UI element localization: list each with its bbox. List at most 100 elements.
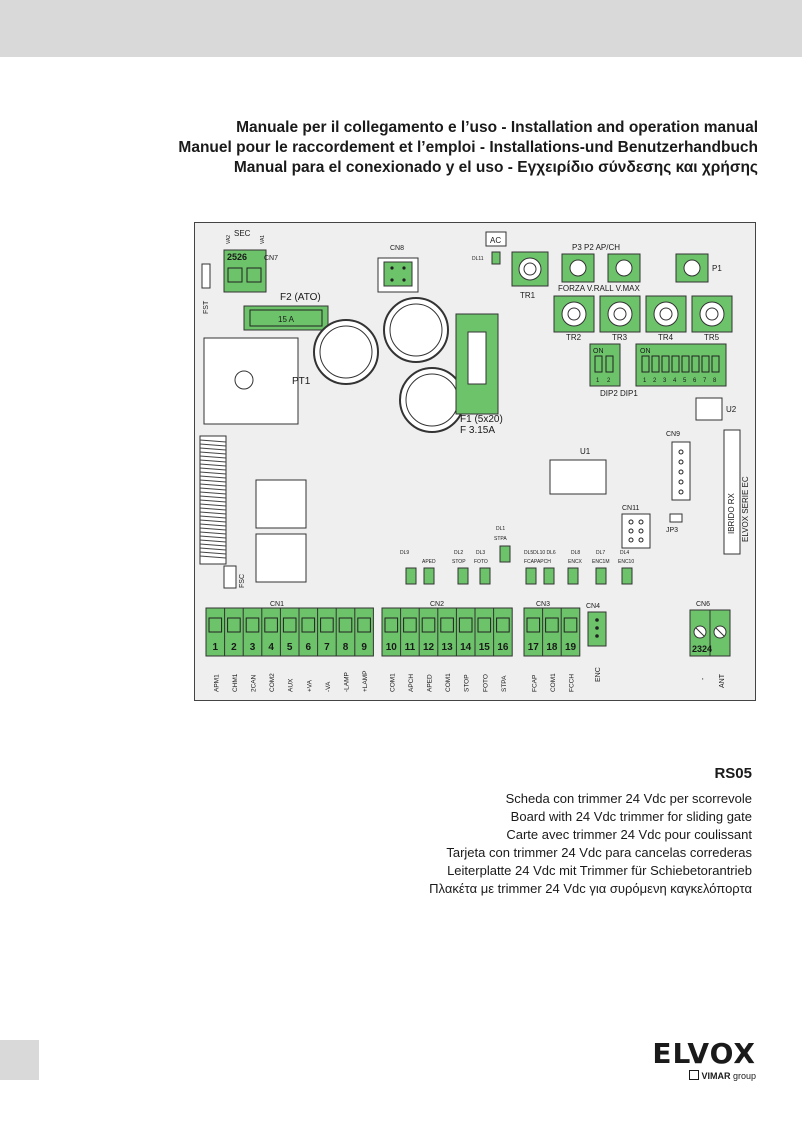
tr5-trimmer [691, 295, 733, 333]
cn11-connector [621, 513, 651, 549]
dip2-switch [589, 343, 621, 387]
cn3-label: CN3 [536, 601, 550, 608]
cn3-terminal-number: 19 [565, 642, 577, 653]
cn2-terminal-label: FOTO [482, 674, 489, 692]
cn1-terminal-number: 6 [306, 642, 312, 653]
cn2-terminal-number: 12 [423, 642, 435, 653]
cn1-terminal-label: APM1 [213, 674, 220, 692]
cn9-pin [678, 489, 684, 495]
dl2-label: DL2 [454, 550, 463, 556]
enc10-label: ENC10 [618, 559, 634, 565]
capacitor-2 [383, 297, 449, 363]
cn3-screw [545, 617, 559, 633]
cn2-terminal-label: APCH [408, 674, 415, 692]
status-led [525, 567, 537, 585]
cn1-terminal-number: 9 [361, 642, 367, 653]
aped-label: APED [422, 559, 436, 565]
cn11-label: CN11 [622, 505, 639, 512]
f1-value: F 3.15A [460, 425, 495, 436]
cn2-screw [458, 617, 473, 633]
dip-label: DIP2 DIP1 [600, 389, 638, 398]
enc1m-label: ENC1M [592, 559, 610, 565]
cn7-terminal [223, 249, 267, 293]
dip1-lever [701, 355, 710, 373]
cn3-terminal-label: FCAP [531, 675, 538, 692]
fcap-apch-label: FCAPAPCH [524, 559, 551, 565]
status-led [543, 567, 555, 585]
dl8-label: DL8 [571, 550, 580, 556]
tr1-label: TR1 [520, 291, 536, 300]
cn8-label: CN8 [390, 245, 404, 252]
cn1-terminal-number: 3 [250, 642, 256, 653]
p1-label: P1 [712, 264, 722, 273]
ac-label: AC [490, 236, 501, 245]
model-code: RS05 [714, 765, 752, 782]
title-line-2: Manuel pour le raccordement et l’emploi … [178, 139, 758, 156]
cn4-enc-label: ENC [595, 667, 602, 682]
logo-group-brand: VIMAR [701, 1071, 731, 1081]
status-led [405, 567, 417, 585]
tr2-trimmer [553, 295, 595, 333]
status-led [567, 567, 579, 585]
cn3-terminal-number: 18 [546, 642, 558, 653]
f1-fuse [467, 331, 487, 385]
dip1-lever [641, 355, 650, 373]
fsc-label: FSC [239, 574, 246, 588]
u1-chip [549, 459, 607, 495]
cn1-screw [357, 617, 371, 633]
dip1-lever [651, 355, 660, 373]
dl5-dl10-dl6-label: DL5DL10 DL6 [524, 550, 556, 556]
capacitor-1 [313, 319, 379, 385]
cn2-terminal-number: 11 [405, 642, 416, 653]
cn1-screw [338, 617, 353, 633]
title-line-1: Manuale per il collegamento e l’uso - In… [236, 119, 758, 136]
dip1-number: 5 [683, 378, 687, 384]
status-led [479, 567, 491, 585]
cn11-pin [638, 528, 644, 534]
dl9-label: DL9 [400, 550, 409, 556]
cn6-ant-label: ANT [719, 673, 726, 688]
cn3-terminal-label: COM1 [550, 673, 557, 692]
cn11-pin [628, 537, 634, 543]
cn3-terminal-label: FCCH [569, 674, 576, 692]
cn1-terminal-label: CHM1 [232, 673, 239, 692]
tr2-label: TR2 [566, 333, 582, 342]
pt1-hole [234, 370, 254, 390]
cn2-terminal-label: APED [427, 674, 434, 692]
cn2-terminal-number: 13 [442, 642, 454, 653]
cn6-label: CN6 [696, 601, 710, 608]
cn1-terminal-number: 8 [343, 642, 349, 653]
ac-box [485, 231, 507, 247]
p3-p2-label: P3 P2 AP/CH [572, 243, 620, 252]
relay-2 [255, 533, 307, 583]
cn2-terminal-label: STOP [464, 674, 471, 692]
dip2-on: ON [593, 348, 604, 355]
cn1-screw [320, 617, 334, 633]
logo-group-suffix: group [732, 1071, 756, 1081]
dip1-number: 1 [643, 378, 647, 384]
dip1-number: 8 [713, 378, 717, 384]
logo-brand: ELVOX [652, 1037, 756, 1070]
dip1-on: ON [640, 348, 651, 355]
header-band [0, 0, 802, 57]
title-line-3: Manual para el conexionado y el uso - Εγ… [233, 159, 758, 176]
tr4-label: TR4 [658, 333, 674, 342]
cn9-pin [678, 449, 684, 455]
footer-corner-block [0, 1040, 39, 1080]
dip2-n1: 1 [596, 378, 600, 384]
board-diagram: SEC VA2 VA1 2526 CN7 FST CN8 AC DL11 F2 … [194, 222, 756, 701]
dl3-label: DL3 [476, 550, 485, 556]
description-es: Tarjeta con trimmer 24 Vdc para cancelas… [446, 845, 752, 860]
cn9-pin [678, 479, 684, 485]
cn8-body [383, 261, 413, 287]
cn1-terminal-number: 1 [213, 642, 219, 653]
cn1-terminal-label: 2CAN [251, 674, 258, 692]
cn2-terminal-number: 10 [386, 642, 398, 653]
vimar-square-icon [689, 1070, 700, 1080]
cn3-screw [526, 617, 541, 633]
dip1-number: 6 [693, 378, 697, 384]
model-block: RS05 Scheda con trimmer 24 Vdc per scorr… [429, 765, 752, 898]
sec-label: SEC [234, 229, 251, 238]
foto-label: FOTO [474, 559, 488, 565]
cn1-label: CN1 [270, 601, 284, 608]
